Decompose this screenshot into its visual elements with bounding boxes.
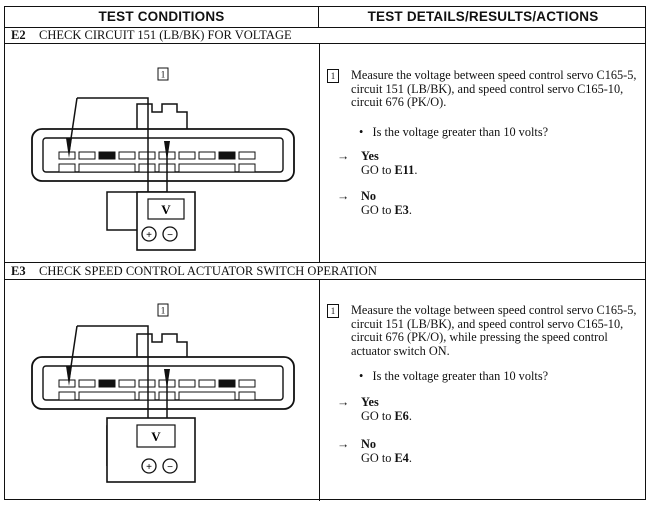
meter-minus-terminal [162, 458, 178, 474]
arrow-right-icon: → [337, 189, 350, 203]
probe-lead-negative [106, 152, 168, 231]
answer-no-label: No [361, 437, 377, 451]
arrow-right-icon: → [337, 149, 350, 163]
answer-yes: Yes GO to E11. [361, 149, 561, 177]
voltmeter-label: V [161, 202, 171, 217]
table-header: TEST CONDITIONS TEST DETAILS/RESULTS/ACT… [5, 7, 645, 28]
punct: . [414, 162, 418, 177]
answer-yes-action-prefix: GO to [361, 408, 395, 423]
connector-diagram: 1 [31, 67, 295, 251]
step-text: Measure the voltage between speed contro… [351, 68, 637, 110]
answer-no-action-prefix: GO to [361, 450, 395, 465]
meter-minus-sign: − [167, 230, 173, 241]
section-e2-body: 1 [5, 44, 645, 262]
question: • Is the voltage greater than 10 volts? [359, 369, 629, 384]
answer-no-label: No [361, 189, 377, 203]
punct: . [408, 202, 412, 217]
punct: . [408, 408, 412, 423]
step-box [157, 67, 169, 81]
connector-latch [136, 103, 188, 132]
step-number: 1 [161, 70, 166, 80]
step-box: 1 [327, 69, 339, 83]
question: • Is the voltage greater than 10 volts? [359, 125, 629, 140]
section-e2-diagram: 1 [5, 44, 319, 267]
answer-yes-target: E6 [394, 408, 409, 423]
meter-plus-terminal [141, 226, 157, 242]
probe-lead-positive [77, 97, 149, 200]
meter-minus-terminal [162, 226, 178, 242]
step-box: 1 [327, 304, 339, 318]
section-title-text: CHECK SPEED CONTROL ACTUATOR SWITCH OPER… [39, 264, 377, 278]
section-e3-body: 1 [5, 280, 645, 501]
probe-tip-negative [164, 369, 170, 389]
meter-plus-sign: + [146, 462, 152, 473]
section-e2-title: E2 CHECK CIRCUIT 151 (LB/BK) FOR VOLTAGE [5, 27, 645, 44]
question-text: Is the voltage greater than 10 volts? [372, 125, 549, 139]
answer-no: No GO to E3. [361, 189, 561, 217]
answer-no-target: E3 [394, 202, 409, 217]
step-number: 1 [161, 306, 166, 316]
section-id: E2 [11, 28, 26, 42]
punct: . [408, 450, 412, 465]
step-text: Measure the voltage between speed contro… [351, 303, 637, 358]
answer-yes-label: Yes [361, 149, 379, 163]
connector-diagram: 1 [31, 303, 295, 483]
column-divider [319, 280, 320, 501]
header-test-conditions: TEST CONDITIONS [5, 7, 319, 27]
section-e3-title: E3 CHECK SPEED CONTROL ACTUATOR SWITCH OP… [5, 263, 645, 280]
voltmeter-display [136, 424, 176, 448]
header-test-details: TEST DETAILS/RESULTS/ACTIONS [367, 9, 599, 24]
arrow-right-icon: → [337, 437, 350, 451]
probe-tip-negative [164, 141, 170, 161]
meter-plus-terminal [141, 458, 157, 474]
answer-no-target: E4 [394, 450, 409, 465]
answer-yes: Yes GO to E6. [361, 395, 561, 423]
probe-tip-positive [66, 366, 72, 386]
column-divider [319, 44, 320, 262]
bullet-icon: • [359, 125, 364, 139]
connector-latch [136, 333, 188, 360]
section-e3-diagram: 1 [5, 280, 319, 503]
answer-yes-target: E11 [394, 162, 415, 177]
meter-plus-sign: + [146, 230, 152, 241]
diagnostic-table: TEST CONDITIONS TEST DETAILS/RESULTS/ACT… [4, 6, 646, 501]
section-title-text: CHECK CIRCUIT 151 (LB/BK) FOR VOLTAGE [39, 28, 292, 42]
answer-yes-action-prefix: GO to [361, 162, 395, 177]
section-divider [5, 262, 645, 263]
bullet-icon: • [359, 369, 364, 383]
section-id: E3 [11, 264, 26, 278]
question-text: Is the voltage greater than 10 volts? [372, 369, 549, 383]
probe-tip-positive [66, 138, 72, 158]
arrow-right-icon: → [337, 395, 350, 409]
meter-minus-sign: − [167, 462, 173, 473]
voltmeter-label: V [151, 429, 161, 444]
answer-no: No GO to E4. [361, 437, 561, 465]
voltmeter-display [147, 198, 185, 220]
answer-yes-label: Yes [361, 395, 379, 409]
answer-no-action-prefix: GO to [361, 202, 395, 217]
step-box [157, 303, 169, 317]
